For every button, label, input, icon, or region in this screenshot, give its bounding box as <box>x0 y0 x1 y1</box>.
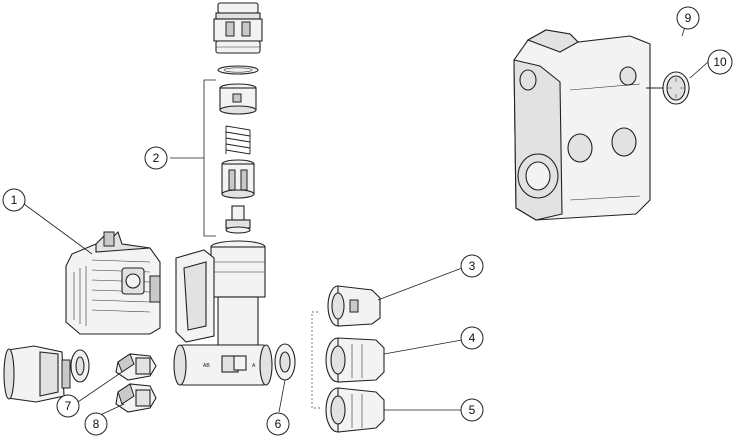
svg-text:2: 2 <box>153 151 160 165</box>
alignment-line <box>311 311 322 409</box>
callout-4: 4 <box>460 326 484 350</box>
callout-8-leader <box>97 403 125 417</box>
valve-body: AB A <box>173 240 273 386</box>
svg-text:9: 9 <box>685 11 692 25</box>
callout-2-bracket <box>170 79 216 237</box>
cartridge-cage <box>221 159 255 199</box>
callout-1: 1 <box>2 188 26 212</box>
callout-2: 2 <box>144 146 168 170</box>
svg-text:1: 1 <box>11 193 18 207</box>
actuator-motor <box>65 230 161 335</box>
callout-10: 10 <box>707 49 733 75</box>
callout-10-leader <box>689 61 709 79</box>
callout-8: 8 <box>84 412 108 436</box>
callout-7-leader <box>71 371 123 407</box>
callout-6: 6 <box>266 412 290 436</box>
union-nut-left <box>3 345 71 403</box>
union-part-5 <box>325 387 385 433</box>
body-marking-right: A <box>252 363 256 369</box>
callout-5: 5 <box>460 398 484 422</box>
fitting-7 <box>115 353 157 381</box>
svg-text:6: 6 <box>275 417 282 431</box>
callout-7: 7 <box>56 394 80 418</box>
cartridge-spring <box>225 125 251 155</box>
cartridge-sleeve <box>219 83 257 115</box>
callout-1-leader <box>23 203 93 255</box>
callout-6-leader <box>278 379 286 413</box>
svg-text:10: 10 <box>713 55 727 69</box>
fitting-8 <box>115 383 157 413</box>
union-part-4 <box>325 337 385 383</box>
svg-text:8: 8 <box>93 417 100 431</box>
cartridge-oring <box>217 65 259 75</box>
insulation-shell <box>513 29 651 221</box>
svg-text:5: 5 <box>469 403 476 417</box>
cartridge-cap <box>213 2 263 54</box>
thermometer <box>646 71 690 105</box>
svg-text:4: 4 <box>469 331 476 345</box>
union-part-3 <box>327 285 381 327</box>
cartridge-stem <box>225 205 251 234</box>
svg-text:7: 7 <box>65 399 72 413</box>
callout-4-leader <box>383 339 463 355</box>
svg-text:3: 3 <box>469 259 476 273</box>
callout-9: 9 <box>676 6 700 30</box>
washer-left <box>70 349 90 383</box>
washer-6 <box>274 343 296 381</box>
body-marking-left: AB <box>203 363 210 369</box>
callout-3-leader <box>377 267 463 301</box>
callout-3: 3 <box>460 254 484 278</box>
